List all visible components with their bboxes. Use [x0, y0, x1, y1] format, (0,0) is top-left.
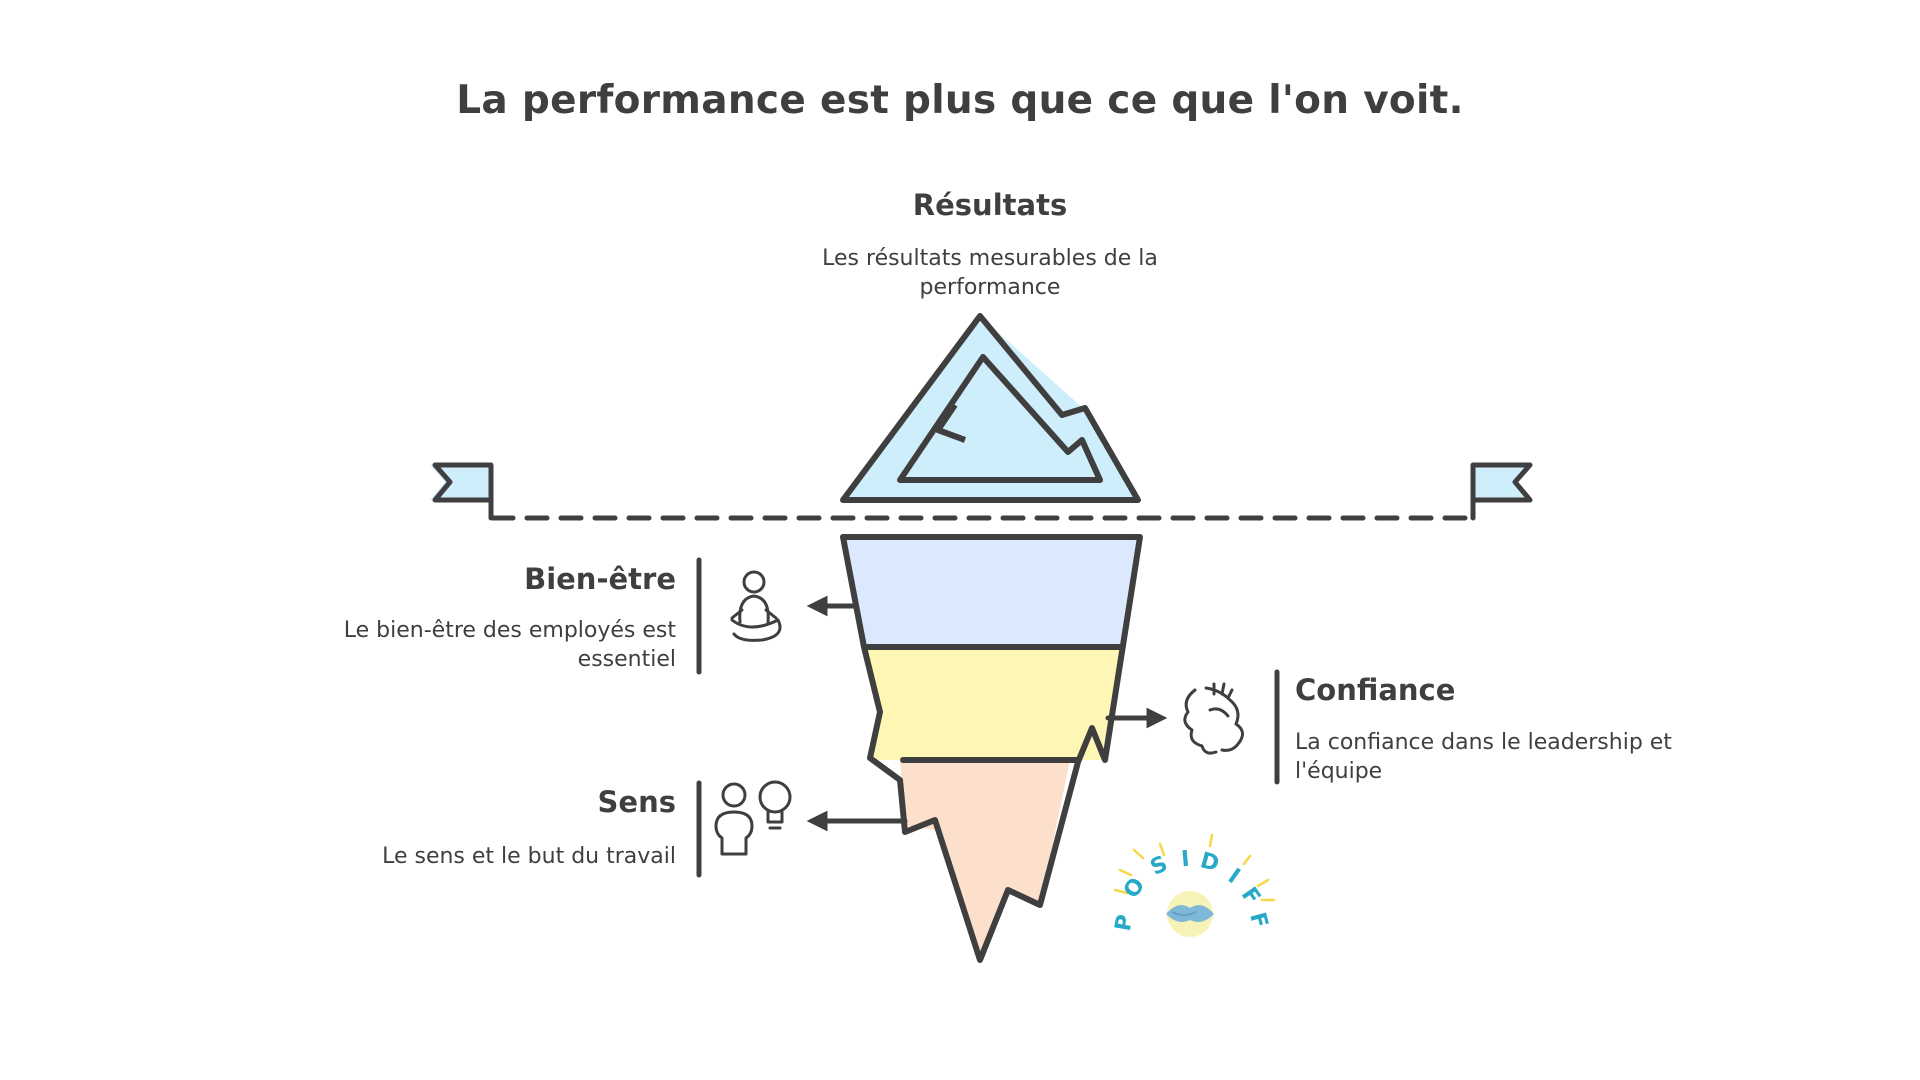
sens-heading: Sens: [597, 785, 676, 819]
left-flag-icon: [430, 462, 494, 521]
resultats-heading: Résultats: [912, 188, 1068, 222]
layer-confiance: [864, 647, 1120, 760]
logo-letter-d: D: [1198, 848, 1222, 877]
confiance-heading: Confiance: [1295, 673, 1456, 707]
logo-letter-o: O: [1119, 873, 1150, 903]
iceberg-tip: [840, 313, 1141, 503]
person-lightbulb-icon: [714, 780, 792, 856]
layer-sens: [900, 760, 1070, 960]
page-title: La performance est plus que ce que l'on …: [456, 78, 1464, 123]
sens-description: Le sens et le but du travail: [382, 844, 676, 869]
handshake-icon: [1183, 682, 1244, 755]
bien-etre-description: Le bien-être des employés est essentiel: [343, 618, 676, 672]
right-flag-icon: [1470, 462, 1533, 521]
posidiff-logo: P O S I D I F F: [1111, 833, 1276, 937]
logo-letter-i1: I: [1180, 847, 1190, 873]
resultats-description: Les résultats mesurables de la performan…: [822, 246, 1158, 300]
arrows: [806, 595, 1168, 832]
separators: [696, 557, 1280, 878]
logo-letter-s: S: [1147, 851, 1172, 880]
iceberg-outline: [840, 534, 1143, 963]
logo-letter-p: P: [1111, 913, 1138, 933]
layer-bien-etre: [843, 537, 1140, 647]
meditation-person-icon: [730, 570, 782, 642]
logo-letter-f1: F: [1236, 883, 1265, 910]
confiance-description: La confiance dans le leadership et l'équ…: [1295, 730, 1672, 784]
logo-letter-i2: I: [1223, 864, 1244, 889]
logo-letter-f2: F: [1244, 910, 1272, 931]
bien-etre-heading: Bien-être: [524, 562, 676, 596]
